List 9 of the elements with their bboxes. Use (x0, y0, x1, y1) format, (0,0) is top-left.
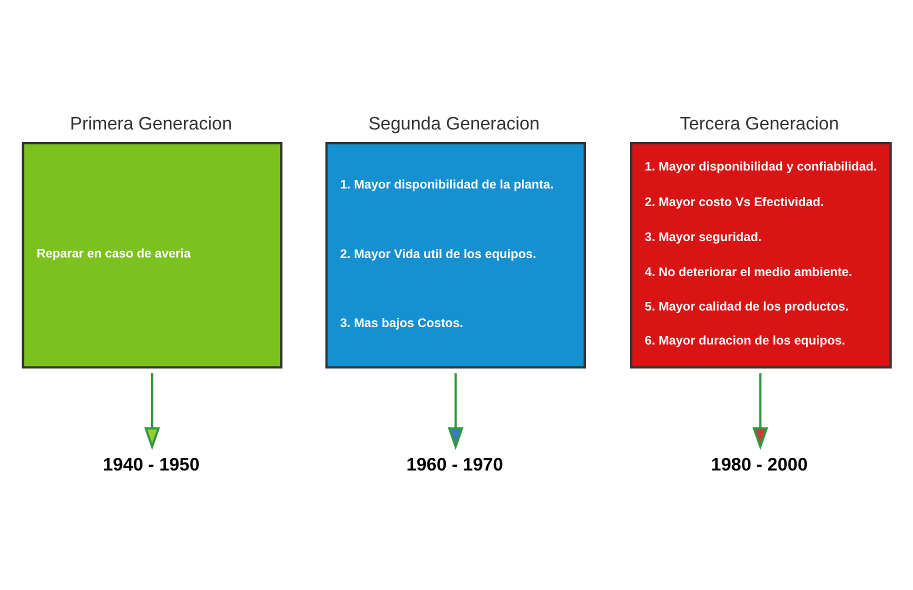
node-label: Tercera Generacion (680, 112, 839, 133)
node-text: 1940 - 1950 (102, 454, 200, 474)
node-label: Segunda Generacion (368, 112, 540, 133)
arrow (752, 372, 768, 450)
node-label: Primera Generacion (70, 112, 232, 133)
arrow (144, 372, 160, 450)
node-text: 1980 - 2000 (711, 454, 808, 474)
node-text: 1960 - 1970 (406, 454, 504, 474)
arrow (448, 372, 464, 450)
